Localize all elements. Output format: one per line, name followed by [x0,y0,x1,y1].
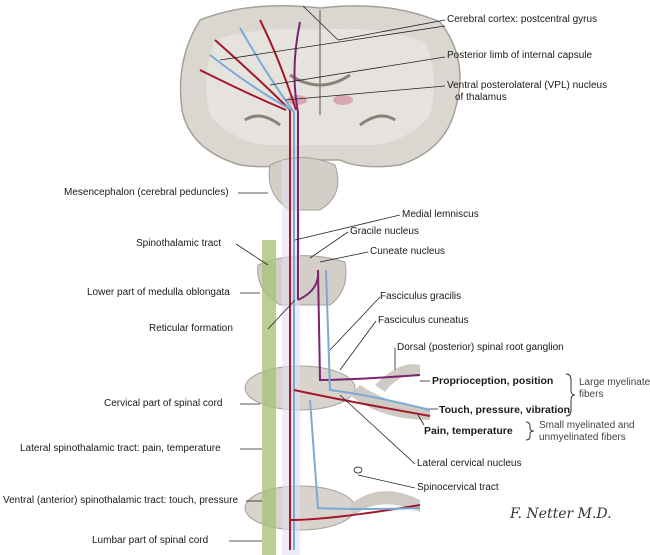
label-pain-temperature: Pain, temperature [424,425,513,437]
label-lumbar-cord: Lumbar part of spinal cord [92,535,209,546]
label-large-fibers-2: fibers [579,389,604,400]
brain-coronal-section [179,5,461,211]
leader-lines [219,5,446,542]
label-vpl-nucleus-2: of thalamus [455,92,507,103]
label-ventral-spinothalamic: Ventral (anterior) spinothalamic tract: … [3,495,239,506]
label-touch-pressure: Touch, pressure, vibration [439,404,571,416]
label-cervical-cord: Cervical part of spinal cord [104,398,223,409]
label-medulla: Lower part of medulla oblongata [87,287,230,298]
label-small-fibers-2: unmyelinated fibers [539,432,626,443]
label-internal-capsule: Posterior limb of internal capsule [447,50,593,61]
spinothalamic-tract-column [262,240,276,555]
label-reticular-formation: Reticular formation [149,323,233,334]
label-cuneate-nucleus: Cuneate nucleus [370,246,446,257]
label-lateral-cervical-nucleus: Lateral cervical nucleus [417,458,522,469]
label-gracile-nucleus: Gracile nucleus [350,226,419,237]
label-dorsal-root-ganglion: Dorsal (posterior) spinal root ganglion [397,342,564,353]
label-spinocervical-tract: Spinocervical tract [417,482,499,493]
label-spinothalamic-tract: Spinothalamic tract [136,238,222,249]
label-small-fibers: Small myelinated and [539,420,635,431]
artist-signature: F. Netter M.D. [510,506,612,522]
label-medial-lemniscus: Medial lemniscus [402,209,479,220]
bracket-large-fibers [565,373,576,417]
label-mesencephalon: Mesencephalon (cerebral peduncles) [64,187,229,198]
label-large-fibers: Large myelinated [579,377,650,388]
label-proprioception: Proprioception, position [432,375,554,387]
bracket-small-fibers [525,421,535,441]
label-fasciculus-cuneatus: Fasciculus cuneatus [378,315,469,326]
label-fasciculus-gracilis: Fasciculus gracilis [380,291,462,302]
label-lateral-spinothalamic: Lateral spinothalamic tract: pain, tempe… [20,443,221,454]
label-cerebral-cortex: Cerebral cortex: postcentral gyrus [447,14,598,25]
label-vpl-nucleus: Ventral posterolateral (VPL) nucleus [447,80,608,91]
